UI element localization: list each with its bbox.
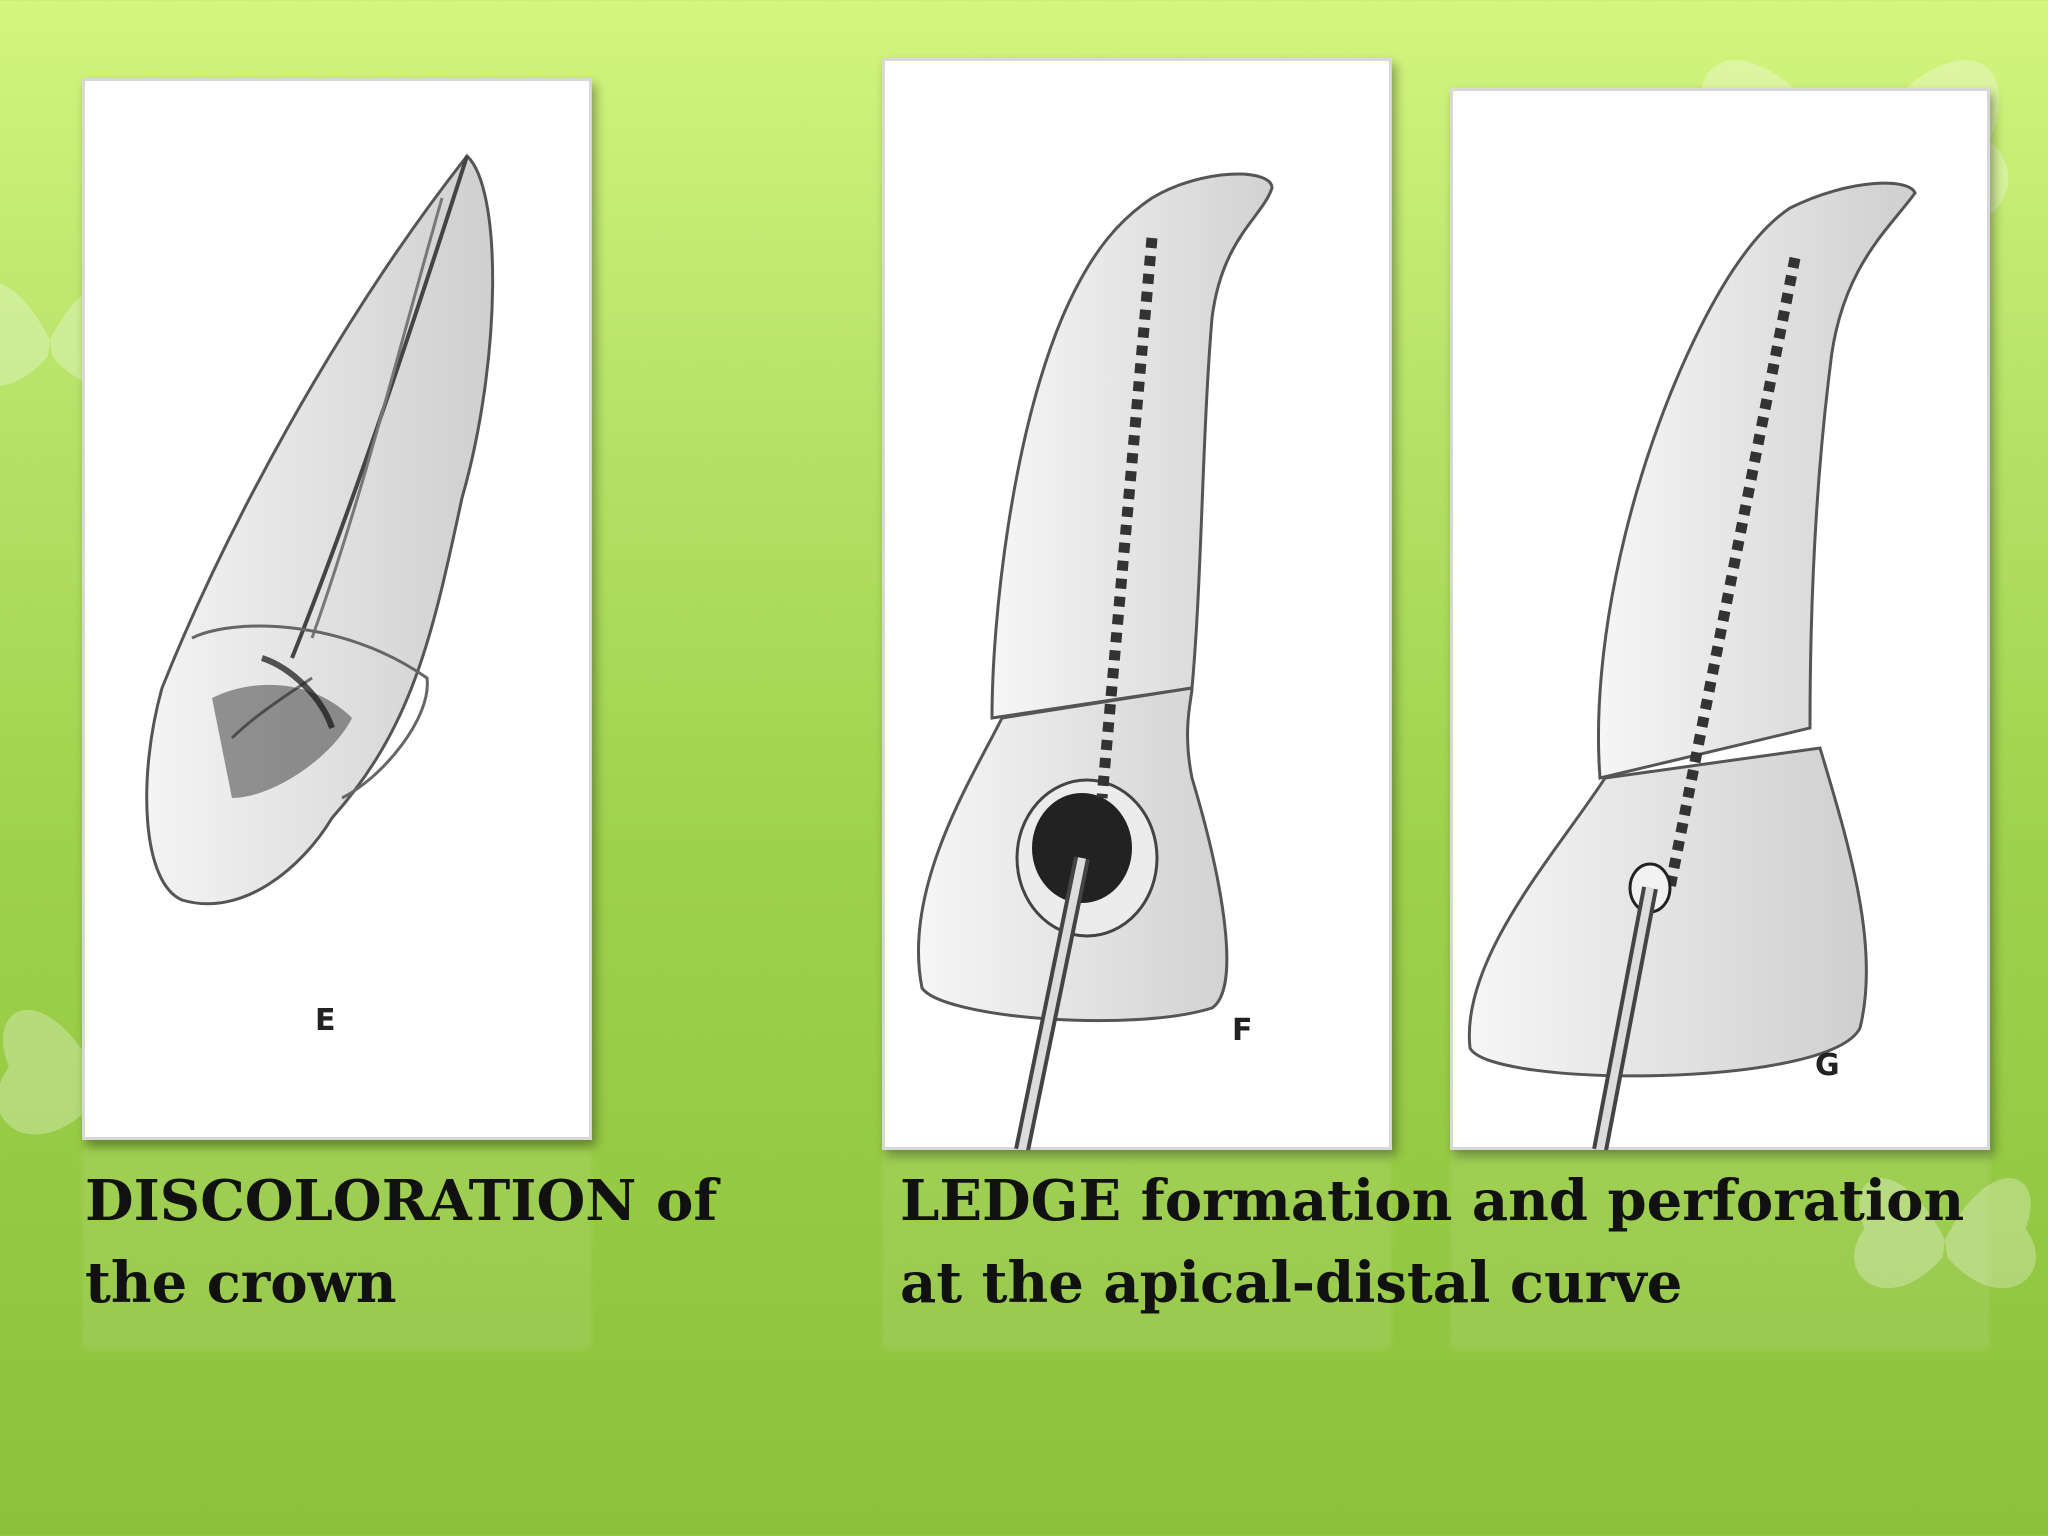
tooth-illustration-panel-e: E bbox=[82, 78, 592, 1140]
caption-discoloration: DISCOLORATION of the crown bbox=[85, 1168, 718, 1316]
panel-label-e: E bbox=[315, 1003, 336, 1038]
panel-label-g: G bbox=[1815, 1048, 1840, 1083]
panel-label-f: F bbox=[1232, 1013, 1253, 1048]
tooth-illustration-panel-f: F bbox=[882, 58, 1392, 1150]
discolored-tooth-drawing bbox=[145, 153, 495, 906]
panel-reflection bbox=[1450, 1150, 1990, 1350]
panel-reflection bbox=[882, 1150, 1392, 1350]
caption-ledge-perforation: LEDGE formation and perforation at the a… bbox=[900, 1168, 1965, 1316]
tooth-illustration-panel-g: G bbox=[1450, 88, 1990, 1150]
butterfly-decoration-icon bbox=[1854, 1178, 2036, 1289]
ledge-tooth-drawing bbox=[916, 172, 1274, 1150]
perforation-tooth-drawing bbox=[1467, 181, 1917, 1150]
panel-reflection bbox=[82, 1150, 592, 1350]
